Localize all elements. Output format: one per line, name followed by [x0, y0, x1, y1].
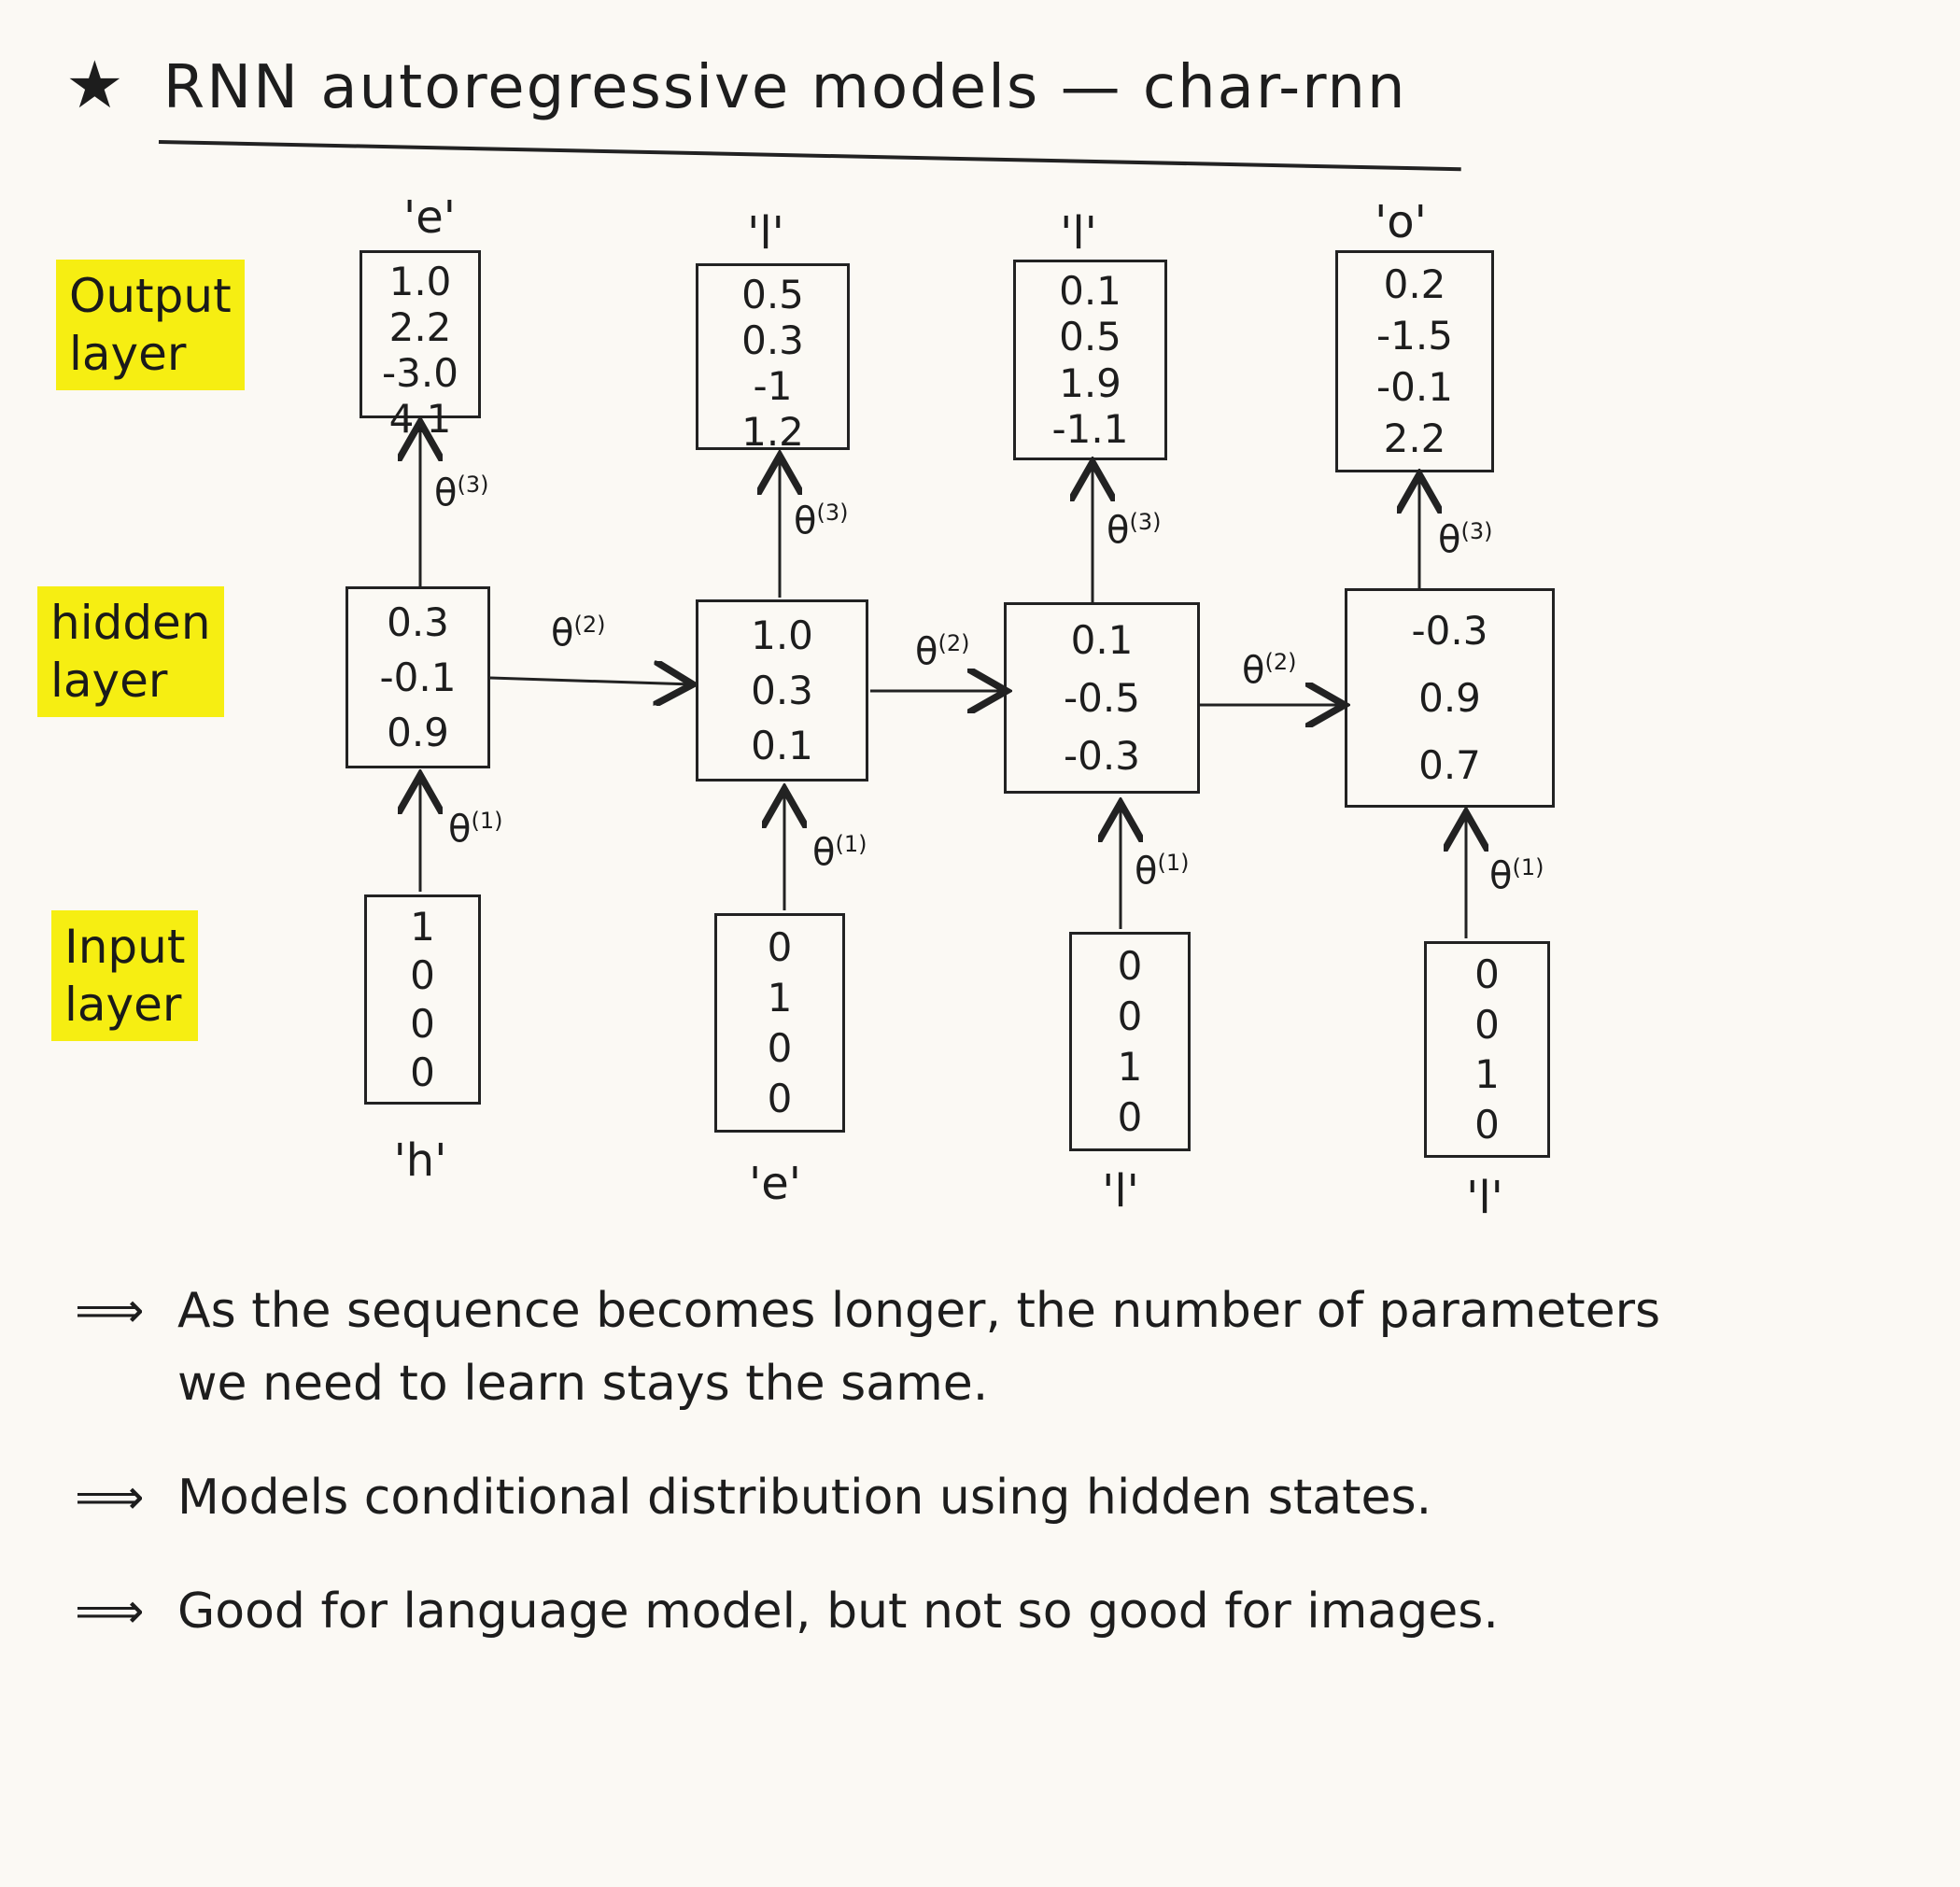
output-vector-4: 0.2 -1.5 -0.1 2.2: [1335, 250, 1494, 472]
page-title: ★ RNN autoregressive models — char-rnn: [65, 47, 1407, 123]
input-vector-4: 0 0 1 0: [1424, 941, 1550, 1158]
theta-1-label-2: θ(1): [812, 831, 867, 875]
input-value: 0: [767, 1076, 793, 1122]
notes-list: ⟹ As the sequence becomes longer, the nu…: [75, 1274, 1662, 1689]
note-text: As the sequence becomes longer, the numb…: [177, 1283, 1661, 1412]
hidden-value: 0.9: [387, 710, 449, 755]
input-layer-label: Input layer: [51, 910, 199, 1041]
title-text: RNN autoregressive models — char-rnn: [162, 53, 1407, 122]
output-value: 4.1: [388, 396, 452, 442]
hidden-vector-1: 0.3 -0.1 0.9: [345, 586, 490, 768]
input-vector-3: 0 0 1 0: [1069, 932, 1191, 1151]
implies-arrow-icon: ⟹: [75, 1470, 145, 1526]
theta-2-label-2: θ(2): [915, 630, 970, 674]
input-char-2: 'e': [749, 1158, 801, 1210]
input-value: 0: [767, 1025, 793, 1072]
note-item: ⟹ Good for language model, but not so go…: [75, 1575, 1662, 1648]
output-char-2: 'l': [747, 207, 784, 260]
output-value: 0.3: [741, 317, 804, 363]
note-text: Models conditional distribution using hi…: [177, 1470, 1432, 1526]
theta-3-label-2: θ(3): [794, 500, 849, 543]
note-item: ⟹ Models conditional distribution using …: [75, 1461, 1662, 1534]
theta-3-label-4: θ(3): [1438, 518, 1493, 562]
output-vector-3: 0.1 0.5 1.9 -1.1: [1013, 260, 1167, 460]
hidden-value: -0.3: [1411, 607, 1488, 654]
output-value: 1.2: [741, 409, 804, 455]
hidden-value: 0.3: [387, 599, 449, 645]
input-value: 0: [1474, 1001, 1500, 1048]
note-text: Good for language model, but not so good…: [177, 1584, 1499, 1640]
arrow-hidden-hidden-1: [489, 678, 693, 684]
theta-1-label-3: θ(1): [1135, 850, 1190, 894]
implies-arrow-icon: ⟹: [75, 1283, 145, 1339]
input-vector-1: 1 0 0 0: [364, 894, 481, 1105]
implies-arrow-icon: ⟹: [75, 1584, 145, 1640]
hidden-value: 0.9: [1418, 674, 1481, 721]
input-value: 0: [1474, 951, 1500, 998]
input-value: 0: [410, 1049, 435, 1095]
input-value: 0: [410, 1000, 435, 1047]
hidden-value: -0.1: [379, 655, 457, 700]
note-item: ⟹ As the sequence becomes longer, the nu…: [75, 1274, 1662, 1420]
hidden-value: -0.3: [1064, 733, 1140, 780]
input-value: 0: [767, 923, 793, 970]
output-value: 0.5: [1059, 314, 1121, 360]
output-value: 0.5: [741, 272, 804, 317]
input-value: 1: [1474, 1051, 1500, 1098]
output-value: 0.1: [1059, 268, 1121, 315]
theta-3-label-1: θ(3): [434, 472, 489, 515]
output-char-3: 'l': [1060, 207, 1097, 260]
hidden-layer-label: hidden layer: [37, 586, 224, 717]
output-value: 1.0: [388, 259, 452, 304]
hidden-value: 0.1: [1070, 616, 1134, 663]
output-value: 0.2: [1383, 261, 1446, 307]
input-char-1: 'h': [393, 1134, 447, 1187]
output-value: -1: [753, 363, 793, 409]
input-vector-2: 0 1 0 0: [714, 913, 845, 1133]
output-char-4: 'o': [1375, 196, 1427, 248]
hidden-vector-2: 1.0 0.3 0.1: [696, 599, 868, 782]
output-vector-1: 1.0 2.2 -3.0 4.1: [360, 250, 481, 442]
hidden-vector-4: -0.3 0.9 0.7: [1345, 588, 1555, 808]
theta-1-label-4: θ(1): [1489, 854, 1544, 898]
theta-3-label-3: θ(3): [1107, 509, 1162, 553]
input-value: 0: [1117, 942, 1143, 989]
output-value: 1.9: [1059, 359, 1121, 406]
hidden-value: 0.3: [751, 668, 813, 713]
theta-1-label-1: θ(1): [448, 808, 503, 852]
input-value: 0: [1117, 993, 1143, 1039]
hidden-value: 0.7: [1418, 742, 1481, 789]
output-value: 2.2: [1383, 415, 1446, 461]
hidden-value: 1.0: [751, 613, 813, 658]
output-value: -1.1: [1051, 405, 1129, 452]
hidden-value: -0.5: [1064, 674, 1140, 721]
theta-2-label-3: θ(2): [1242, 649, 1297, 693]
hidden-value: 0.1: [751, 723, 813, 768]
output-value: -3.0: [382, 350, 458, 396]
input-char-4: 'l': [1466, 1172, 1503, 1224]
hidden-vector-3: 0.1 -0.5 -0.3: [1004, 602, 1200, 794]
star-icon: ★: [65, 47, 126, 123]
input-value: 0: [1474, 1101, 1500, 1148]
input-value: 0: [1117, 1094, 1143, 1141]
output-layer-label: Output layer: [56, 260, 245, 390]
output-value: 2.2: [388, 304, 452, 350]
output-value: -0.1: [1376, 364, 1453, 410]
input-value: 0: [410, 952, 435, 999]
input-char-3: 'l': [1102, 1165, 1139, 1218]
output-value: -1.5: [1376, 313, 1453, 359]
output-char-1: 'e': [403, 191, 456, 244]
input-value: 1: [767, 974, 793, 1021]
input-value: 1: [1117, 1044, 1143, 1091]
input-value: 1: [410, 904, 435, 951]
output-vector-2: 0.5 0.3 -1 1.2: [696, 263, 850, 455]
theta-2-label-1: θ(2): [551, 612, 606, 655]
